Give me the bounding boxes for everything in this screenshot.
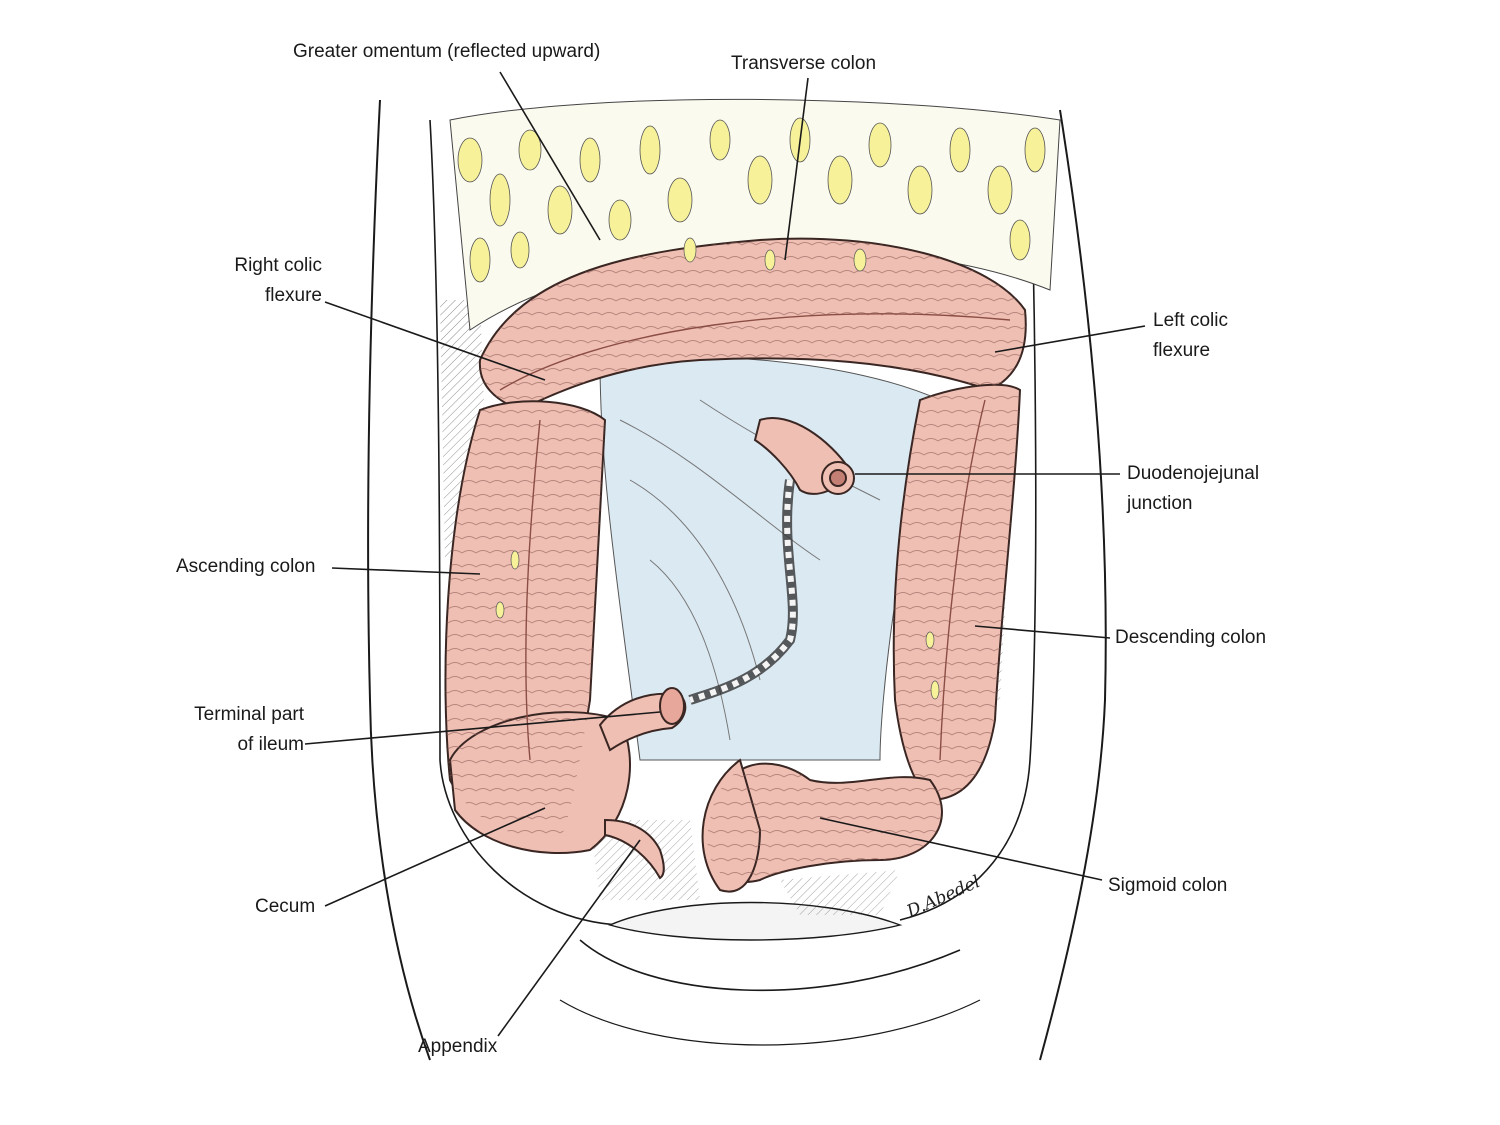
label-duodenojejunal-junction: Duodenojejunal junction <box>1127 459 1259 519</box>
leader-sigmoid-colon <box>819 817 1103 881</box>
taeniae <box>499 313 1011 761</box>
label-appendix: Appendix <box>418 1036 498 1057</box>
leader-transverse-colon <box>784 77 809 261</box>
mesenteric-vessels <box>688 479 798 705</box>
label-terminal-ileum-line2: of ileum <box>237 734 304 755</box>
label-terminal-ileum-line1: Terminal part <box>194 704 304 725</box>
label-duodenojejunal-junction-line1: Duodenojejunal <box>1127 463 1260 484</box>
label-transverse-colon: Transverse colon <box>731 53 877 74</box>
label-right-colic-flexure-line2: flexure <box>264 285 322 306</box>
label-ascending-colon: Ascending colon <box>176 556 316 577</box>
epiploic-appendages <box>495 237 940 700</box>
leader-ascending-colon <box>331 567 481 575</box>
leader-left-colic-flexure <box>994 325 1146 353</box>
label-left-colic-flexure: Left colic flexure <box>1153 306 1228 366</box>
label-duodenojejunal-junction-line2: junction <box>1127 493 1193 514</box>
label-right-colic-flexure-line1: Right colic <box>234 255 322 276</box>
leader-lines <box>304 71 1146 1037</box>
leader-greater-omentum <box>499 71 601 241</box>
leader-appendix <box>497 839 641 1037</box>
haustra-texture <box>445 238 1026 882</box>
appendix-shape <box>604 818 665 880</box>
label-left-colic-flexure-line2: flexure <box>1153 340 1211 361</box>
label-descending-colon: Descending colon <box>1115 627 1267 648</box>
label-sigmoid-colon: Sigmoid colon <box>1108 875 1228 896</box>
leader-right-colic-flexure <box>324 301 546 381</box>
leader-terminal-ileum <box>304 711 661 745</box>
leader-cecum <box>324 807 546 907</box>
leader-descending-colon <box>974 625 1111 639</box>
label-right-colic-flexure: Right colic flexure <box>200 251 322 311</box>
label-terminal-ileum: Terminal part of ileum <box>160 700 304 760</box>
label-left-colic-flexure-line1: Left colic <box>1153 310 1228 331</box>
label-cecum: Cecum <box>255 896 316 917</box>
label-greater-omentum: Greater omentum (reflected upward) <box>293 41 601 62</box>
